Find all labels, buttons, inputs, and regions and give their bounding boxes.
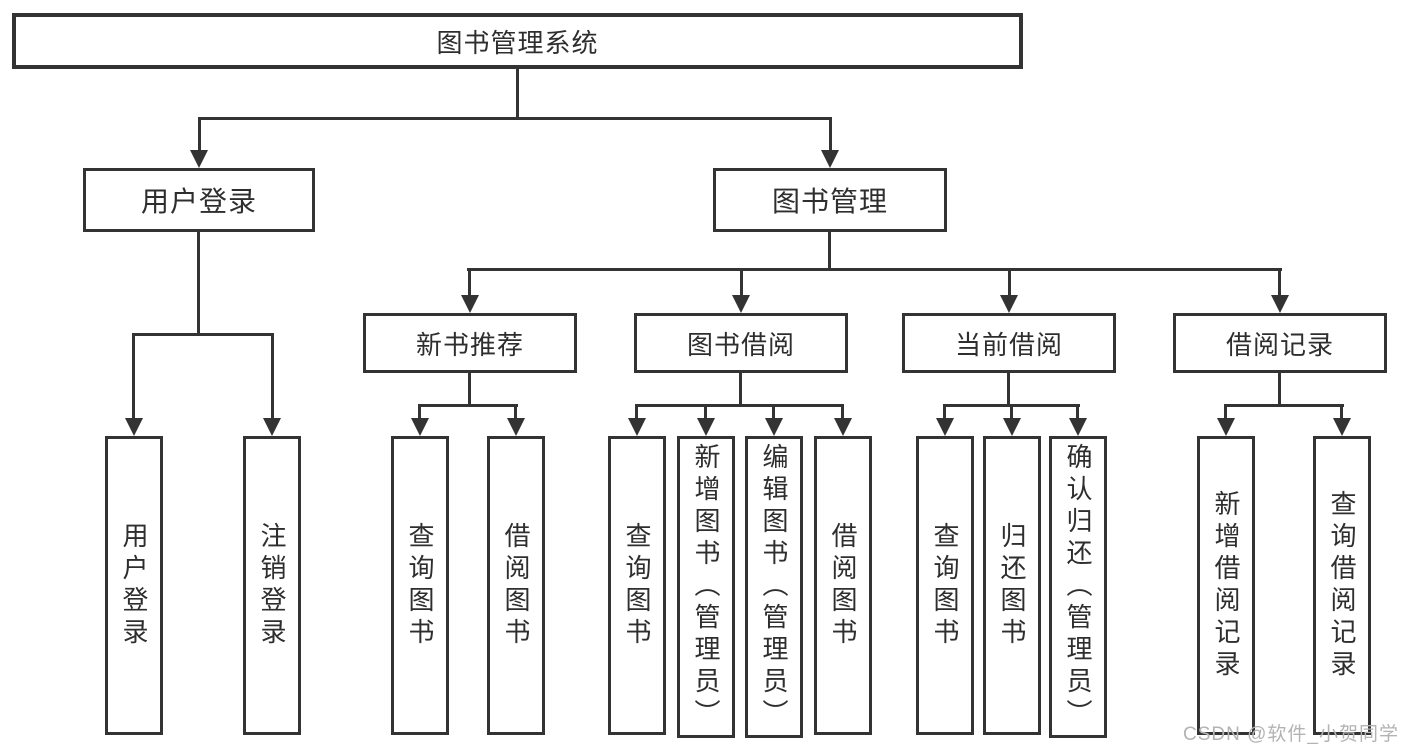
connector-stub <box>1076 404 1079 420</box>
leaf-borrow-books-1: 借阅图书 <box>487 436 545 735</box>
connector-stub <box>1010 404 1013 420</box>
arrowhead-down-icon <box>263 418 281 436</box>
leaf-confirm-return-admin: 确认归还（管理员） <box>1049 436 1107 738</box>
connector-stub <box>943 404 946 420</box>
arrowhead-down-icon <box>1000 295 1018 313</box>
node-borrow-record: 借阅记录 <box>1173 313 1387 373</box>
connector-stub <box>1340 404 1343 420</box>
connector-stub <box>1008 268 1011 297</box>
leaf-add-books-admin: 新增图书（管理员） <box>677 436 735 738</box>
connector-stub <box>772 404 775 420</box>
connector-stub <box>1278 268 1281 297</box>
connector-stub <box>271 333 274 420</box>
arrowhead-down-icon <box>1069 418 1087 436</box>
leaf-edit-books-admin: 编辑图书（管理员） <box>745 436 803 738</box>
arrowhead-down-icon <box>732 295 750 313</box>
node-user-login: 用户登录 <box>83 168 315 232</box>
connector-stub <box>418 404 421 420</box>
node-book-management: 图书管理 <box>713 168 947 232</box>
arrowhead-down-icon <box>1271 295 1289 313</box>
arrowhead-down-icon <box>765 418 783 436</box>
node-current-borrow: 当前借阅 <box>902 313 1116 373</box>
connector-stem <box>1007 373 1010 407</box>
leaf-query-books-3: 查询图书 <box>916 436 974 735</box>
arrowhead-down-icon <box>834 418 852 436</box>
node-book-borrow: 图书借阅 <box>634 313 848 373</box>
leaf-borrow-books-2: 借阅图书 <box>814 436 872 735</box>
connector-stub <box>468 268 471 297</box>
connector-stub <box>635 404 638 420</box>
connector-stub <box>1224 404 1227 420</box>
connector-line <box>467 268 1282 271</box>
connector-stem <box>828 232 831 271</box>
arrowhead-down-icon <box>936 418 954 436</box>
connector-stub <box>132 333 135 420</box>
connector-stub <box>514 404 517 420</box>
leaf-query-books-1: 查询图书 <box>391 436 449 735</box>
connector-stub <box>704 404 707 420</box>
arrowhead-down-icon <box>125 418 143 436</box>
arrowhead-down-icon <box>190 150 208 168</box>
arrowhead-down-icon <box>1003 418 1021 436</box>
connector-line <box>418 404 518 407</box>
connector-stub <box>740 268 743 297</box>
connector-stem <box>516 69 519 120</box>
connector-stub <box>198 117 201 152</box>
arrowhead-down-icon <box>1333 418 1351 436</box>
connector-stem <box>468 373 471 407</box>
arrowhead-down-icon <box>1217 418 1235 436</box>
arrowhead-down-icon <box>461 295 479 313</box>
arrowhead-down-icon <box>821 150 839 168</box>
connector-line <box>1224 404 1344 407</box>
leaf-query-books-2: 查询图书 <box>608 436 666 735</box>
arrowhead-down-icon <box>628 418 646 436</box>
arrowhead-down-icon <box>697 418 715 436</box>
leaf-add-borrow-record: 新增借阅记录 <box>1197 436 1255 735</box>
connector-line <box>132 333 274 336</box>
connector-stem <box>739 373 742 407</box>
connector-stem <box>1278 373 1281 407</box>
leaf-logout: 注销登录 <box>243 436 301 735</box>
csdn-watermark: CSDN @软件_小贺同学 <box>1183 724 1399 745</box>
connector-stub <box>829 117 832 152</box>
connector-stem <box>197 232 200 336</box>
connector-line <box>635 404 844 407</box>
arrowhead-down-icon <box>411 418 429 436</box>
connector-line <box>198 117 832 120</box>
leaf-user-login: 用户登录 <box>105 436 163 735</box>
node-new-book-recommend: 新书推荐 <box>363 313 577 373</box>
arrowhead-down-icon <box>507 418 525 436</box>
connector-stub <box>841 404 844 420</box>
leaf-query-borrow-record: 查询借阅记录 <box>1313 436 1371 735</box>
leaf-return-books: 归还图书 <box>983 436 1041 735</box>
node-book-management-system: 图书管理系统 <box>12 13 1023 69</box>
